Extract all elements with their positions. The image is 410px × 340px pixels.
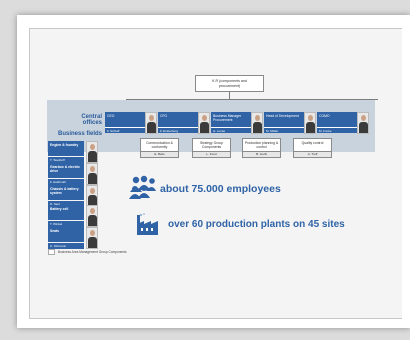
connector xyxy=(229,92,230,100)
function-quality: Quality control A. Treff xyxy=(293,138,332,160)
avatar xyxy=(304,112,316,134)
factory-icon xyxy=(137,213,158,235)
office-procurement: Business Manager Procurement G. Lucas xyxy=(211,112,253,134)
office-cfo: CFO F. Emberberg xyxy=(158,112,200,134)
avatar xyxy=(357,112,369,134)
business-fields-label: Business fields xyxy=(57,131,102,137)
business-seats: Seats C. Fitzmann xyxy=(48,227,84,249)
business-engine: Engine & foundry T. Teauhoff xyxy=(48,141,84,163)
business-chassis: Chassis & battery system D. Sent xyxy=(48,185,84,207)
slide-content-area xyxy=(29,28,402,319)
avatar xyxy=(86,141,98,163)
people-icon xyxy=(129,175,156,199)
legend-text: Business Area Management Group Component… xyxy=(58,249,127,254)
business-battery-cell: Battery cell T. Winkel xyxy=(48,205,84,227)
org-top-line1: K.R (components and xyxy=(212,79,247,83)
plants-stat: over 60 production plants on 45 sites xyxy=(168,219,345,230)
legend: Business Area Management Group Component… xyxy=(48,249,127,255)
org-top-line2: procurement) xyxy=(218,83,241,88)
function-communication: Communication & conformity E. Belts xyxy=(140,138,179,160)
office-como: COMO M. Funke xyxy=(317,112,359,134)
business-gearbox: Gearbox & electric drive F. Heldmuth xyxy=(48,163,84,185)
function-production-planning: Production planning & control B. Gerlit xyxy=(242,138,281,160)
avatar xyxy=(145,112,157,134)
function-strategy: Strategy Group Components L. Fund xyxy=(192,138,231,160)
employees-stat: about 75.000 employees xyxy=(160,183,281,195)
avatar xyxy=(251,112,263,134)
connector xyxy=(126,99,378,100)
avatar xyxy=(86,227,98,249)
central-offices-label: Central offices xyxy=(81,114,102,126)
office-development: Head of Development M. Müller xyxy=(264,112,306,134)
avatar xyxy=(86,163,98,185)
avatar xyxy=(86,205,98,227)
legend-swatch xyxy=(48,249,55,255)
office-ceo: CEO F. Schluff xyxy=(105,112,147,134)
org-top-box: K.R (components and procurement) xyxy=(195,75,264,92)
avatar xyxy=(198,112,210,134)
avatar xyxy=(86,185,98,207)
